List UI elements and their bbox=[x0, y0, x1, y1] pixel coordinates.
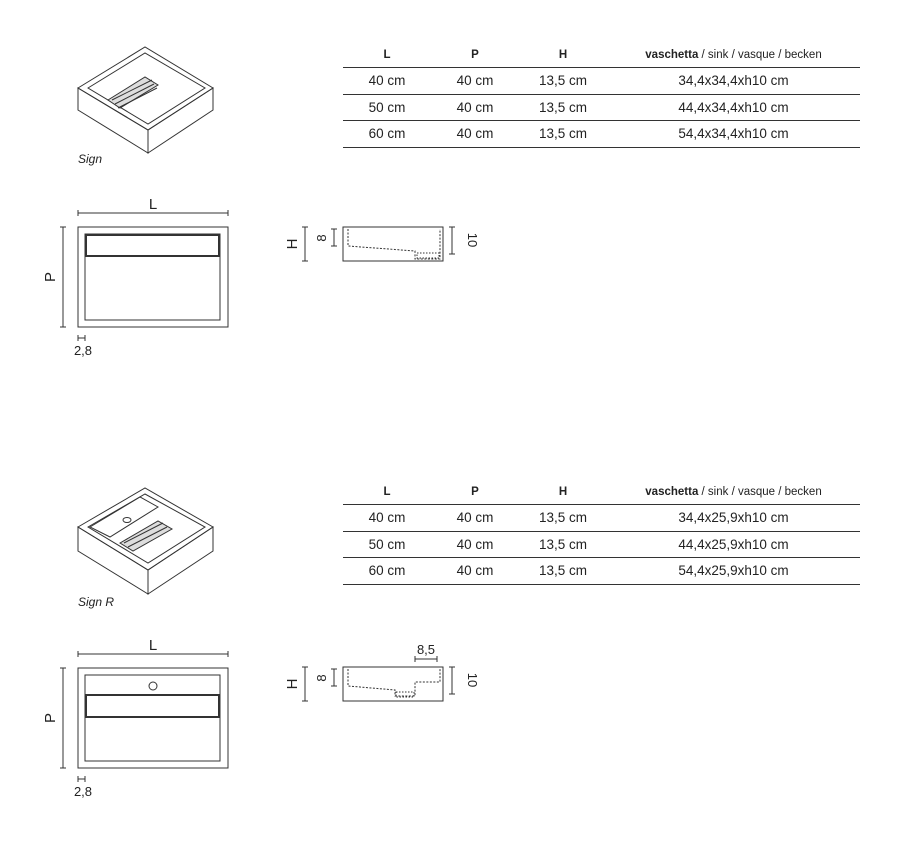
header-sink-bold: vaschetta bbox=[645, 48, 699, 61]
dim-outer-depth-label: 10 bbox=[465, 233, 480, 247]
technical-drawing-sign-r: L P 2,8 8,5 H 8 10 bbox=[42, 487, 480, 799]
table-header-row: L P H vaschetta / sink / vasque / becken bbox=[343, 479, 860, 505]
cell-sink: 34,4x34,4xh10 cm bbox=[607, 67, 860, 95]
dim-shelf-width-label: 8,5 bbox=[417, 642, 435, 657]
dim-h-label: H bbox=[284, 679, 301, 690]
cell-h: 13,5 cm bbox=[519, 531, 607, 558]
cell-h: 13,5 cm bbox=[519, 504, 607, 532]
header-sink: vaschetta / sink / vasque / becken bbox=[607, 479, 860, 505]
header-h: H bbox=[519, 42, 607, 68]
dim-l-label: L bbox=[149, 637, 157, 654]
header-sink: vaschetta / sink / vasque / becken bbox=[607, 42, 860, 68]
cell-l: 40 cm bbox=[343, 504, 431, 532]
cell-h: 13,5 cm bbox=[519, 67, 607, 95]
cell-sink: 34,4x25,9xh10 cm bbox=[607, 504, 860, 532]
header-p: P bbox=[431, 42, 519, 68]
cell-sink: 44,4x25,9xh10 cm bbox=[607, 531, 860, 558]
cell-h: 13,5 cm bbox=[519, 94, 607, 121]
cell-p: 40 cm bbox=[431, 67, 519, 95]
dim-inner-depth-label: 8 bbox=[314, 674, 329, 681]
section-view bbox=[302, 226, 455, 262]
header-sink-rest: / sink / vasque / becken bbox=[698, 485, 822, 498]
isometric-view bbox=[77, 487, 214, 595]
plan-view bbox=[60, 651, 229, 782]
dim-outer-depth-label: 10 bbox=[465, 673, 480, 687]
cell-sink: 54,4x25,9xh10 cm bbox=[607, 557, 860, 585]
cell-l: 50 cm bbox=[343, 531, 431, 558]
cell-sink: 44,4x34,4xh10 cm bbox=[607, 94, 860, 121]
cell-p: 40 cm bbox=[431, 531, 519, 558]
cell-l: 50 cm bbox=[343, 94, 431, 121]
product-name: Sign bbox=[78, 152, 103, 166]
cell-l: 60 cm bbox=[343, 557, 431, 585]
table-row: 40 cm 40 cm 13,5 cm 34,4x25,9xh10 cm bbox=[343, 504, 860, 532]
header-sink-bold: vaschetta bbox=[645, 485, 699, 498]
cell-sink: 54,4x34,4xh10 cm bbox=[607, 120, 860, 148]
header-p: P bbox=[431, 479, 519, 505]
cell-p: 40 cm bbox=[431, 94, 519, 121]
product-sign-r: L P 2,8 8,5 H 8 10 Sign R bbox=[0, 437, 900, 853]
header-h: H bbox=[519, 479, 607, 505]
cell-p: 40 cm bbox=[431, 504, 519, 532]
header-sink-rest: / sink / vasque / becken bbox=[698, 48, 822, 61]
product-name: Sign R bbox=[78, 595, 115, 609]
dim-h-label: H bbox=[284, 239, 301, 250]
cell-h: 13,5 cm bbox=[519, 557, 607, 585]
dim-p-label: P bbox=[42, 272, 59, 282]
product-sign: L P 2,8 H 8 10 Sign L P H bbox=[0, 0, 900, 416]
cell-l: 40 cm bbox=[343, 67, 431, 95]
header-l: L bbox=[343, 479, 431, 505]
table-row: 40 cm 40 cm 13,5 cm 34,4x34,4xh10 cm bbox=[343, 67, 860, 95]
plan-view bbox=[60, 210, 229, 341]
header-l: L bbox=[343, 42, 431, 68]
table-row: 50 cm 40 cm 13,5 cm 44,4x25,9xh10 cm bbox=[343, 531, 860, 558]
dim-p-label: P bbox=[42, 713, 59, 723]
cell-p: 40 cm bbox=[431, 120, 519, 148]
cell-p: 40 cm bbox=[431, 557, 519, 585]
table-header-row: L P H vaschetta / sink / vasque / becken bbox=[343, 42, 860, 68]
dim-thickness-label: 2,8 bbox=[74, 784, 92, 799]
cell-l: 60 cm bbox=[343, 120, 431, 148]
technical-drawing-sign: L P 2,8 H 8 10 bbox=[42, 46, 480, 358]
section-view bbox=[302, 656, 455, 702]
dim-l-label: L bbox=[149, 196, 157, 213]
dim-thickness-label: 2,8 bbox=[74, 343, 92, 358]
table-row: 60 cm 40 cm 13,5 cm 54,4x25,9xh10 cm bbox=[343, 557, 860, 585]
cell-h: 13,5 cm bbox=[519, 120, 607, 148]
spec-table: L P H vaschetta / sink / vasque / becken… bbox=[343, 42, 860, 148]
isometric-view bbox=[77, 46, 214, 154]
table-row: 60 cm 40 cm 13,5 cm 54,4x34,4xh10 cm bbox=[343, 120, 860, 148]
dim-inner-depth-label: 8 bbox=[314, 234, 329, 241]
spec-table: L P H vaschetta / sink / vasque / becken… bbox=[343, 479, 860, 585]
table-row: 50 cm 40 cm 13,5 cm 44,4x34,4xh10 cm bbox=[343, 94, 860, 121]
